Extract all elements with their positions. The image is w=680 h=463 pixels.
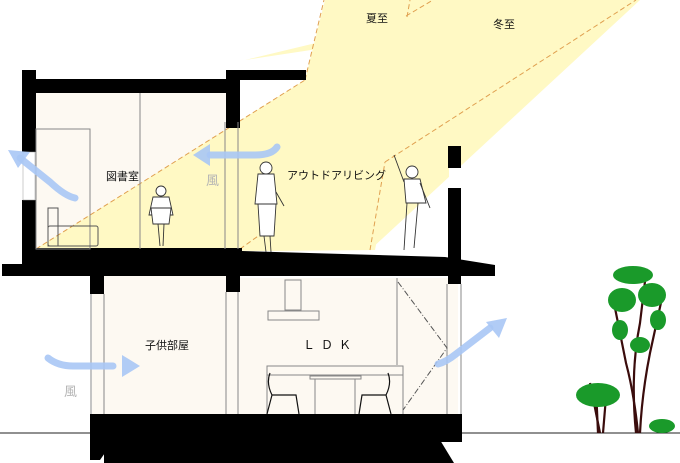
- partition-lines: [0, 93, 680, 434]
- man-figure: [393, 154, 431, 251]
- wind-label-lower: 風: [64, 385, 78, 400]
- people: [148, 154, 431, 253]
- folding-door: [397, 281, 448, 411]
- ldk-interior: [236, 278, 458, 414]
- kids-room-interior: [92, 276, 236, 414]
- winter-sunlight-main: [36, 0, 640, 250]
- woman-figure: [254, 161, 285, 253]
- sofa: [47, 207, 99, 247]
- wind-label-upper: 風: [206, 174, 220, 189]
- wind-arrows: [16, 143, 494, 370]
- wind-arrow-upper-in: [206, 143, 281, 159]
- sun-edge-lines: [35, 0, 637, 251]
- outdoor-living-label: アウトドアリビング: [287, 169, 386, 182]
- wind-arrow-library-out: [16, 154, 79, 202]
- child-figure: [148, 185, 174, 247]
- dining-chairs: [266, 372, 392, 415]
- wind-arrow-lower-in: [44, 354, 117, 370]
- wind-arrow-lower-out: [434, 324, 494, 368]
- summer-solstice-label: 夏至: [366, 12, 388, 25]
- library-label: 図書室: [106, 170, 139, 183]
- foliage: [576, 266, 675, 433]
- structure: [2, 70, 495, 463]
- winter-solstice-label: 冬至: [493, 18, 515, 31]
- kids-room-label: 子供部屋: [145, 339, 189, 352]
- ldk-label: ＬＤＫ: [303, 338, 358, 352]
